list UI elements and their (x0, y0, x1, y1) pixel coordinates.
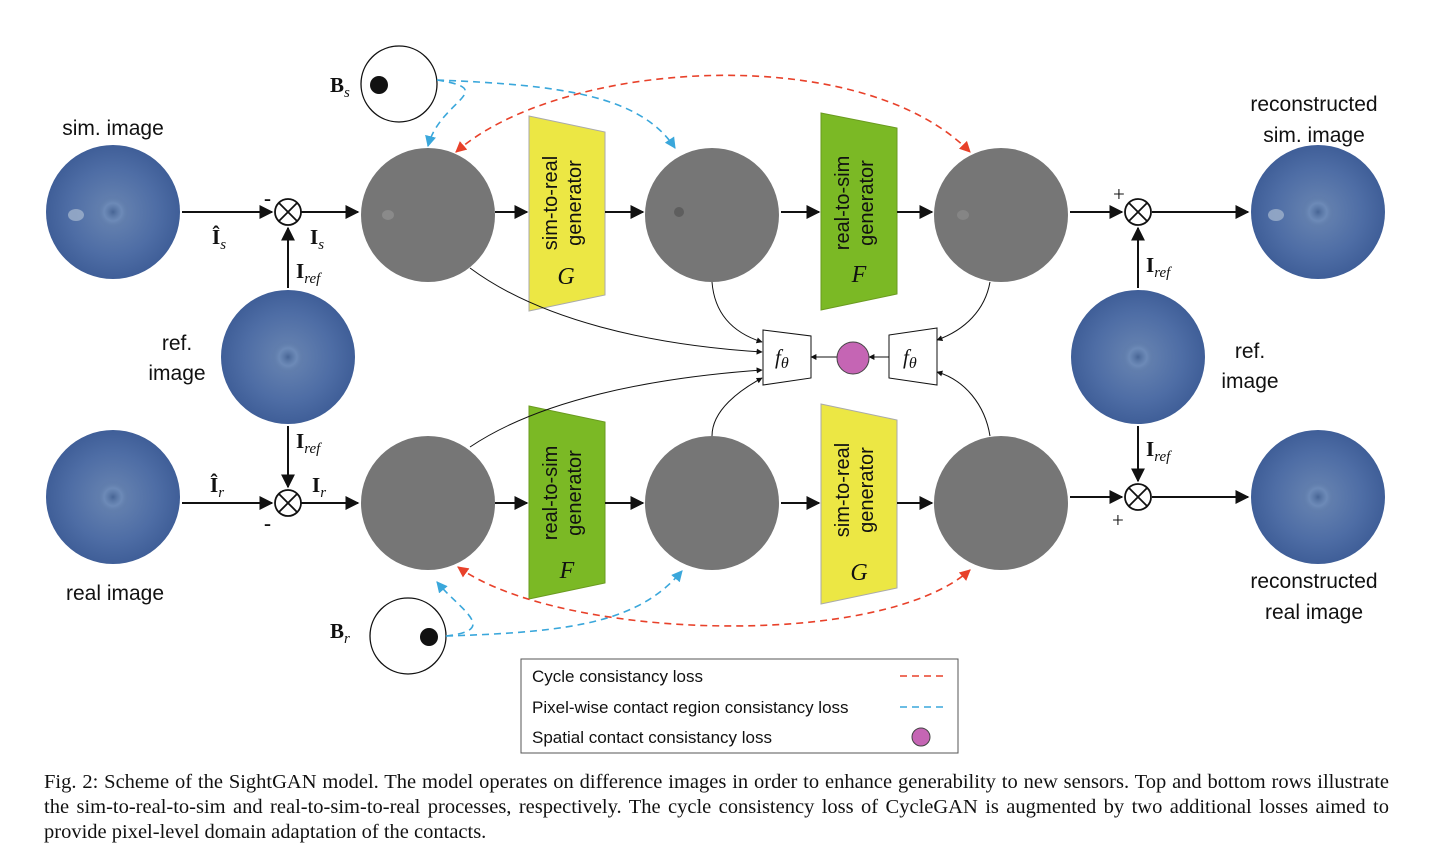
svg-text:fθ: fθ (775, 345, 789, 372)
f-theta-left: fθ (762, 329, 812, 386)
label-B-r: Br (330, 619, 350, 647)
sim-to-real-generator-bottom: sim-to-real generator G (820, 403, 898, 605)
svg-text:generator: generator (564, 160, 586, 246)
reconstructed-real-label-2: real image (1265, 601, 1363, 624)
reconstructed-real-label-1: reconstructed (1250, 570, 1377, 593)
svg-text:real-to-sim: real-to-sim (540, 446, 562, 540)
label-I-ref-bottom-left: Iref (296, 429, 322, 457)
legend-item-spatial: Spatial contact consistancy loss (532, 728, 772, 747)
subtract-op-bottom (274, 489, 302, 517)
binary-mask-real (369, 597, 447, 675)
sim-image-label: sim. image (62, 117, 164, 140)
main-flow-arrows (182, 205, 1250, 510)
reconstructed-real-image (1251, 430, 1385, 564)
sim-to-real-generator-top: sim-to-real generator G (528, 115, 606, 312)
label-I-s: Is (310, 225, 324, 253)
ref-image-right-label-2: image (1221, 370, 1278, 393)
svg-text:G: G (850, 560, 867, 586)
real-image-label: real image (66, 582, 164, 605)
legend-item-pixel: Pixel-wise contact region consistancy lo… (532, 698, 849, 717)
minus-sign-bottom: - (264, 511, 271, 535)
svg-text:F: F (559, 558, 575, 584)
sim-image (46, 145, 180, 279)
label-I-ref-top-left: Iref (296, 259, 322, 287)
minus-sign-top: - (264, 186, 271, 210)
ref-image-left-label-2: image (148, 362, 205, 385)
label-I-ref-bottom-right: Iref (1146, 437, 1172, 465)
binary-mask-sim (360, 45, 438, 123)
diff-image-real-to-sim (645, 436, 779, 570)
label-I-ref-top-right: Iref (1146, 253, 1172, 281)
diff-image-sim (361, 148, 495, 282)
svg-text:real-to-sim: real-to-sim (832, 156, 854, 250)
diff-image-sim-reconstructed (934, 148, 1068, 282)
diff-image-real (361, 436, 495, 570)
reconstructed-sim-label-1: reconstructed (1250, 93, 1377, 116)
diff-image-real-reconstructed (934, 436, 1068, 570)
ref-image-right-label-1: ref. (1235, 340, 1265, 363)
diff-image-sim-to-real (645, 148, 779, 282)
plus-sign-top: + (1113, 182, 1125, 206)
figure-caption: Fig. 2: Scheme of the SightGAN model. Th… (44, 771, 1389, 843)
add-op-top (1124, 198, 1152, 226)
svg-text:fθ: fθ (903, 345, 917, 372)
svg-text:generator: generator (564, 450, 586, 536)
subtract-op-top (274, 198, 302, 226)
spatial-loss-dot (836, 341, 870, 375)
ref-image-right (1071, 290, 1205, 424)
svg-text:F: F (851, 262, 867, 288)
plus-sign-bottom: + (1112, 508, 1124, 532)
svg-text:sim-to-real: sim-to-real (540, 156, 562, 250)
ref-image-left-label-1: ref. (162, 332, 192, 355)
real-to-sim-generator-bottom: real-to-sim generator F (528, 405, 606, 600)
sightgan-diagram: sim-to-real generator G real-to-sim gene… (46, 45, 1385, 754)
label-I-r: Ir (312, 473, 326, 501)
svg-text:generator: generator (856, 447, 878, 533)
ref-image-left (221, 290, 355, 424)
reconstructed-sim-image (1251, 145, 1385, 279)
svg-text:sim-to-real: sim-to-real (832, 443, 854, 537)
label-I-hat-s: Îs (212, 225, 226, 253)
real-image (46, 430, 180, 564)
pixel-wise-loss-arrows (425, 79, 683, 637)
f-theta-right: fθ (888, 327, 938, 386)
svg-text:generator: generator (856, 160, 878, 246)
reconstructed-sim-label-2: sim. image (1263, 124, 1365, 147)
legend-item-cycle: Cycle consistancy loss (532, 667, 703, 686)
spatial-branch-lines (469, 267, 991, 448)
legend: Cycle consistancy loss Pixel-wise contac… (520, 658, 959, 754)
label-I-hat-r: Îr (210, 473, 224, 501)
svg-text:G: G (557, 264, 574, 290)
real-to-sim-generator-top: real-to-sim generator F (820, 112, 898, 311)
add-op-bottom (1124, 483, 1152, 511)
label-B-s: Bs (330, 73, 350, 101)
cycle-loss-arrows (455, 74, 971, 627)
